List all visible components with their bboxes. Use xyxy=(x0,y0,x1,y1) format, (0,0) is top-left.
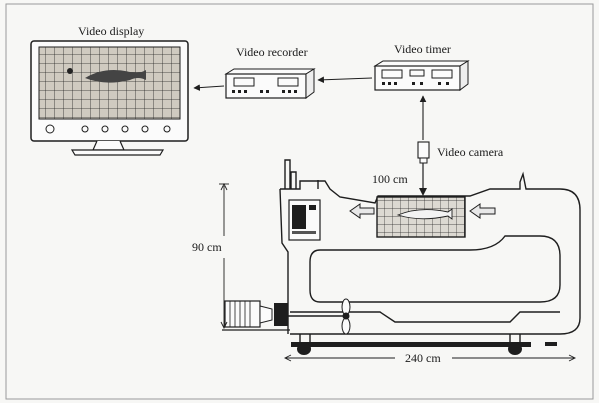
recorder-to-display-arrow xyxy=(193,84,225,91)
test-section xyxy=(376,196,466,238)
propeller-icon xyxy=(341,298,351,335)
fish-image xyxy=(85,70,146,83)
base-rail xyxy=(291,342,557,355)
height-dimension xyxy=(219,182,229,330)
fish-in-test-section xyxy=(396,208,453,220)
control-box xyxy=(288,199,321,241)
timer-icon xyxy=(373,60,470,91)
timer-to-recorder-arrow xyxy=(317,76,373,84)
label-total-length: 240 cm xyxy=(405,351,441,365)
label-test-section-length: 100 cm xyxy=(372,172,408,186)
label-height: 90 cm xyxy=(192,240,222,254)
length-dimension xyxy=(283,354,577,362)
motor-icon xyxy=(222,300,344,331)
monitor-icon xyxy=(30,40,189,156)
label-video-camera: Video camera xyxy=(437,145,504,159)
label-video-timer: Video timer xyxy=(394,42,451,56)
camera-icon xyxy=(417,141,430,196)
figure-frame xyxy=(5,3,594,400)
label-video-recorder: Video recorder xyxy=(236,45,308,59)
recorder-icon xyxy=(224,68,316,99)
label-video-display: Video display xyxy=(78,24,144,38)
flume-tank xyxy=(279,159,581,351)
flow-arrows xyxy=(349,203,496,219)
